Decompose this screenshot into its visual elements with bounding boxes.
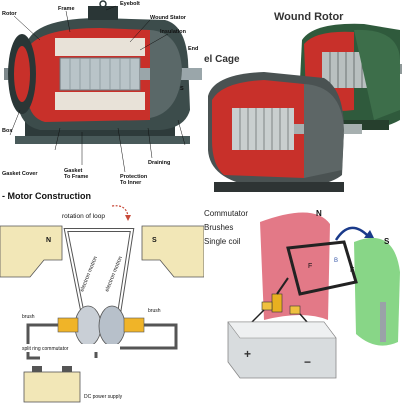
label-wound-stator: Wound Stator [150,15,187,21]
eyebolt [99,0,107,8]
motor-construction-panel: Rotor Frame Eyebolt Wound Stator Insulat… [0,0,204,202]
battery-plus-icon: + [244,347,251,361]
commutator-right-half [98,305,126,347]
end-bell [150,30,182,118]
label-s: S [180,86,184,92]
field-label: B [334,258,338,264]
motor-cutaway-illustration: Rotor Frame Eyebolt Wound Stator Insulat… [2,0,202,201]
dc-pole-s-label: S [384,237,390,246]
motion-right-label: electron motion [104,256,124,293]
wound-stator [55,38,145,56]
legend-commutator: Commutator [204,209,248,218]
rotation-label: rotation of loop [62,213,105,220]
axle-stand [380,302,386,342]
commutator-diagram: rotation of loop N S electron motion ele… [0,205,204,403]
label-eyebolt: Eyebolt [120,1,140,7]
pole-s-label: S [152,237,157,244]
label-end: End [188,46,198,52]
force-label-2: F [350,267,354,274]
brush-right-label: brush [148,308,161,314]
dc-power-supply [23,371,81,403]
wound-rotor-title: Wound Rotor [274,11,344,23]
label-box: Box [2,128,13,134]
label-gasket-cover: Gasket Cover [2,171,38,177]
rotation-arrow-icon [334,226,369,241]
commutator [271,293,283,313]
battery-minus-icon: − [304,355,311,369]
dc-motor-illustration: Commutator Brushes Single coil N S F F B… [204,209,400,379]
force-label-1: F [308,263,312,270]
motor-caption: - Motor Construction [2,191,91,201]
brush-b [289,305,301,315]
pole-n-label: N [46,237,51,244]
dc-pole-n-label: N [316,209,322,218]
commutator-left-half [74,305,102,347]
single-coil [286,240,358,296]
legend-single-coil: Single coil [204,237,241,246]
dc-motor-panel: Commutator Brushes Single coil N S F F B… [204,202,404,404]
label-insulation: Insulation [160,29,187,35]
squirrel-cage-motor [208,72,362,192]
rotor-types-illustration: Wound Rotor el Cage [204,11,402,192]
label-draining: Draining [148,160,170,166]
motion-left-label: electron motion [79,256,99,293]
label-frame: Frame [58,6,75,12]
rotation-arrow-icon [111,205,129,217]
split-ring-label: split ring commutator [22,346,69,352]
brush-right [123,317,145,333]
terminal-box [88,6,118,20]
pole-n [0,225,63,278]
label-rotor: Rotor [2,11,18,17]
pole-s [141,225,204,278]
brush-left [57,317,79,333]
legend-brushes: Brushes [204,223,233,232]
brush-a [261,301,273,311]
rotor-types-panel: Wound Rotor el Cage [204,0,404,202]
commutator-diagram-panel: rotation of loop N S electron motion ele… [0,202,204,404]
cage-title: el Cage [204,54,240,65]
brush-left-label: brush [22,314,35,320]
dc-supply-label: DC power supply [84,394,123,400]
pole-s-green [354,237,400,346]
